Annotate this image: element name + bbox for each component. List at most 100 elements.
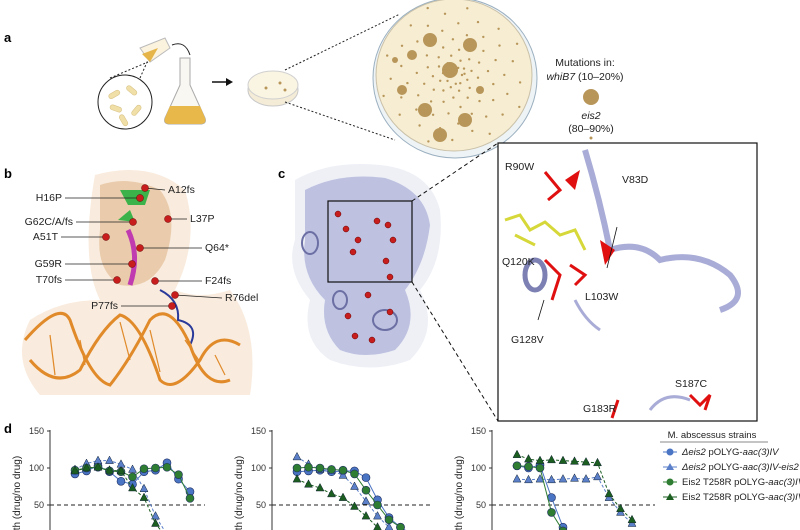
colony [418,124,421,127]
colony [498,44,501,47]
data-point [373,522,382,530]
legend-circle-marker [666,448,674,456]
colony [477,61,481,64]
panel-label-b: b [4,166,12,181]
data-point [292,463,302,473]
data-point [128,464,137,473]
data-point [292,451,302,461]
colony [457,66,460,70]
legend-text-part: pOLYG- [706,462,743,473]
data-point [82,462,91,472]
colony [482,35,485,39]
colony [443,12,447,15]
arrow-icon [212,78,233,86]
mutation-site-marker [102,233,110,241]
colony [415,108,418,111]
flask-icon [164,43,206,125]
colony [462,67,466,70]
mutations-legend-whib7: whiB7 (10–20%) [546,71,623,83]
legend-circle-marker [666,478,674,486]
data-point [524,474,533,484]
mutations-legend-title: Mutations in: [555,57,615,69]
leader-line [174,294,223,299]
strain-legend: M. abscessus strains Δeis2 pOLYG-aac(3)I… [660,430,800,503]
colony [518,81,522,84]
colony [447,112,450,115]
colony [476,20,480,24]
mutation-site-marker [171,291,179,299]
legend-text-part: pOLYG- [706,447,743,458]
data-point [151,518,160,527]
y-tick-label: 50 [476,500,486,510]
colony [431,113,435,117]
colony [480,87,483,90]
legend-text-part: Eis2 T258R [682,492,732,503]
colony [416,40,419,43]
inset-mutation-label: L103W [585,291,618,303]
colony [482,49,485,53]
mutation-label: A12fs [168,184,195,196]
legend-title: M. abscessus strains [668,430,757,441]
colony [457,122,460,125]
colony [460,73,464,77]
colony [459,82,462,85]
colony [452,96,455,99]
data-point [139,464,149,474]
data-point [593,471,602,481]
legend-text-part: aac(3)IV [768,477,800,488]
colony [492,82,495,86]
mutation-label: G62C/A/fs [25,216,73,228]
data-point [185,494,195,503]
colony [497,27,500,30]
data-point [384,522,394,530]
y-tick-label: 100 [29,463,44,473]
mutation-site-marker [164,215,172,223]
colony [412,57,416,60]
colony [442,100,445,104]
colony [437,56,440,59]
colony [442,89,445,92]
colony [430,41,433,44]
colony [466,7,469,10]
data-point [558,526,568,530]
colony [449,86,452,89]
colony [423,33,437,47]
legend-text-part: aac(3)IV [743,447,781,458]
colony [470,112,473,116]
inset-mutation-label: G128V [511,334,544,346]
data-point [570,473,579,482]
colony [468,58,471,61]
fit-curve [296,469,406,530]
panel-label-c: c [278,166,285,181]
y-tick-label: 150 [471,426,486,436]
inset-mutation-label: V83D [622,174,649,186]
legend-item-label: Eis2 T258R pOLYG-aac(3)IV [682,477,800,488]
legend-text-part: aac(3)IV-eis2 [743,462,800,473]
colony [439,79,442,83]
data-point [70,465,80,475]
mutation-label: R76del [225,292,258,304]
data-point [593,457,602,467]
small-colony-marker [589,136,593,140]
data-point [327,465,336,474]
colony [437,65,441,68]
mutation-site-marker [128,260,136,268]
colony [446,62,449,65]
data-point [512,449,522,458]
legend-item-label: Δeis2 pOLYG-aac(3)IV-eis2 [681,462,799,473]
data-point [139,492,149,501]
colony [501,113,504,116]
data-point [384,515,394,525]
colony [518,105,521,109]
colony [459,105,462,109]
petri-dish-large [372,0,538,159]
colony [442,62,458,78]
colony [433,128,447,142]
data-point [162,462,172,472]
colony [432,88,435,91]
data-point [396,522,405,530]
colony [476,76,480,79]
data-point [128,472,137,482]
data-point [373,511,382,520]
